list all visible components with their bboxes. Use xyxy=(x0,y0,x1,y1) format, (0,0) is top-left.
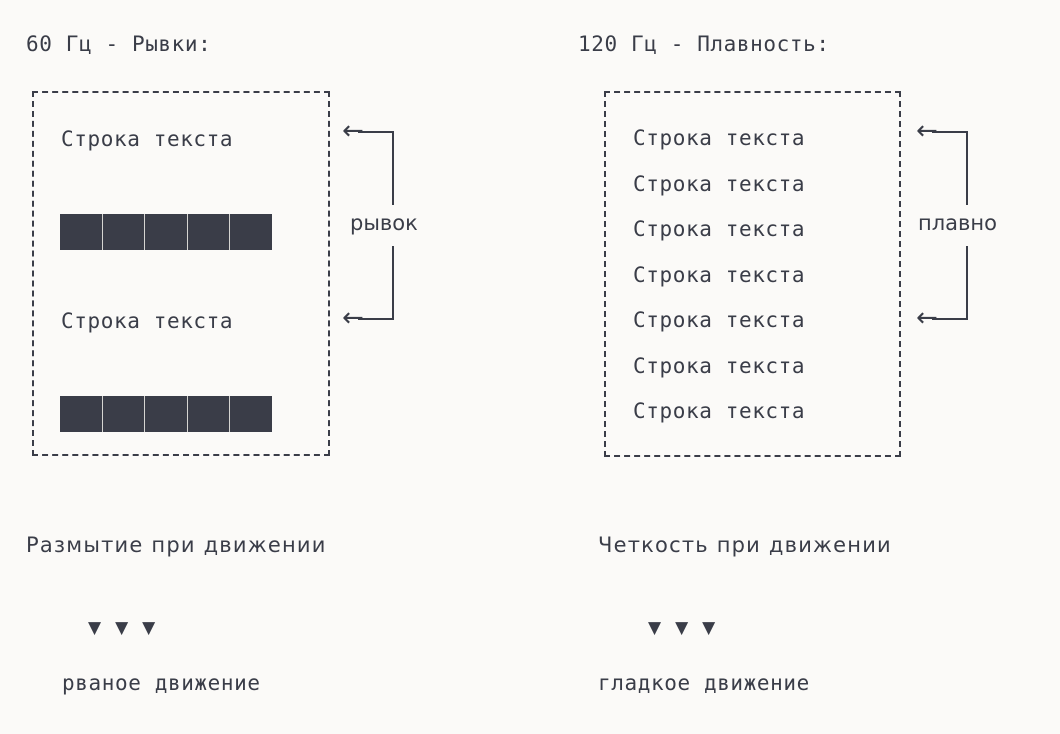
motion-blur-bar xyxy=(60,214,272,250)
panel-60hz-footer-note: рваное движение xyxy=(62,671,261,695)
triangle-down-icon: ▼ xyxy=(675,618,689,638)
bracket-arm-bottom xyxy=(358,318,394,320)
arrow-left-icon: ← xyxy=(342,303,364,333)
blur-bar-segment xyxy=(103,396,146,432)
triangle-down-icon: ▼ xyxy=(88,618,102,638)
blur-bar-segment xyxy=(145,214,188,250)
panel-120hz-title: 120 Гц - Плавность: xyxy=(578,32,830,56)
bracket-stem-bottom xyxy=(392,246,394,320)
panel-120hz-bracket: ← плавно ← xyxy=(916,113,1038,343)
triangle-down-icon: ▼ xyxy=(702,618,716,638)
panel-120hz-footer-note: гладкое движение xyxy=(598,671,810,695)
triangle-down-icon: ▼ xyxy=(115,618,129,638)
screen-text-line: Строка текста xyxy=(633,399,806,423)
bracket-arm-bottom xyxy=(932,318,968,320)
arrow-left-icon: ← xyxy=(342,116,364,146)
panel-120hz: 120 Гц - Плавность: Строка текста Строка… xyxy=(530,0,1060,734)
panel-120hz-screen: Строка текста Строка текста Строка текст… xyxy=(604,91,901,457)
panel-60hz: 60 Гц - Рывки: Строка текста Строка текс… xyxy=(26,32,464,695)
bracket-label: рывок xyxy=(350,211,418,235)
panel-120hz-footer-caption: Четкость при движении xyxy=(598,533,892,557)
triangle-down-icon: ▼ xyxy=(142,618,156,638)
screen-text-line: Строка текста xyxy=(633,217,806,241)
bracket-label: плавно xyxy=(918,211,997,235)
panel-60hz-screen: Строка текста Строка текста xyxy=(32,91,330,456)
blur-bar-segment xyxy=(230,214,272,250)
blur-bar-segment xyxy=(230,396,272,432)
panel-60hz-triangle-row: ▼ ▼ ▼ xyxy=(88,620,155,637)
screen-text-line: Строка текста xyxy=(61,309,234,333)
motion-blur-bar xyxy=(60,396,272,432)
screen-text-line: Строка текста xyxy=(61,127,234,151)
bracket-stem-top xyxy=(966,131,968,205)
panel-60hz-title: 60 Гц - Рывки: xyxy=(26,32,212,56)
blur-bar-segment xyxy=(60,214,103,250)
blur-bar-segment xyxy=(188,396,231,432)
bracket-stem-bottom xyxy=(966,246,968,320)
panel-120hz-triangle-row: ▼ ▼ ▼ xyxy=(648,620,715,637)
screen-text-line: Строка текста xyxy=(633,353,806,378)
blur-bar-segment xyxy=(60,396,103,432)
panel-60hz-footer-caption: Размытие при движении xyxy=(26,533,327,557)
blur-bar-segment xyxy=(103,214,146,250)
screen-text-lines: Строка текста Строка текста Строка текст… xyxy=(633,126,805,445)
blur-bar-segment xyxy=(188,214,231,250)
panel-60hz-bracket: ← рывок ← xyxy=(342,113,464,343)
screen-text-line: Строка текста xyxy=(633,171,806,196)
screen-text-line: Строка текста xyxy=(633,262,806,287)
triangle-down-icon: ▼ xyxy=(648,618,662,638)
screen-text-line: Строка текста xyxy=(633,308,806,332)
bracket-arm-top xyxy=(358,131,394,133)
screen-text-line: Строка текста xyxy=(633,126,806,150)
arrow-left-icon: ← xyxy=(916,116,938,146)
bracket-arm-top xyxy=(932,131,968,133)
blur-bar-segment xyxy=(145,396,188,432)
arrow-left-icon: ← xyxy=(916,303,938,333)
bracket-stem-top xyxy=(392,131,394,205)
